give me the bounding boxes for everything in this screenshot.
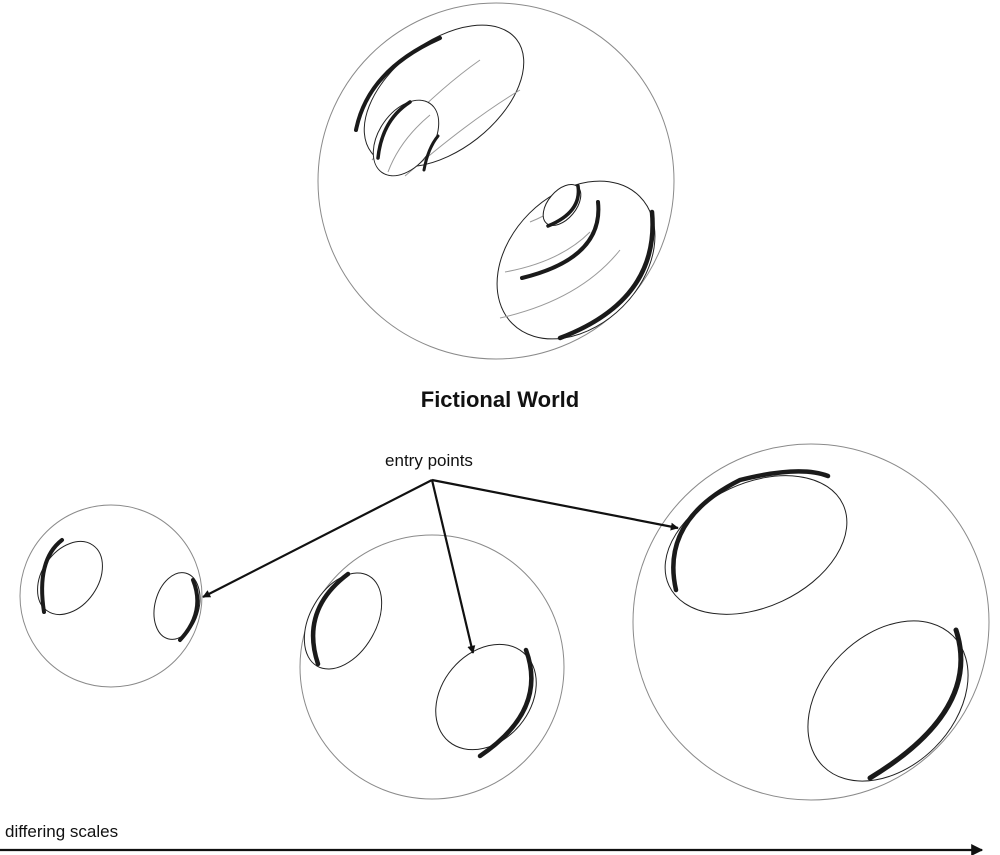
entry-point-arrows: [202, 478, 679, 654]
fictional-world-title: Fictional World: [421, 387, 579, 412]
upper-nested-hole: [354, 24, 525, 177]
arrow-to-small-sphere: [202, 479, 433, 598]
differing-scales-label: differing scales: [5, 822, 118, 841]
fictional-world-sphere: [317, 2, 675, 360]
medium-sphere: [299, 534, 565, 800]
entry-points-label: entry points: [385, 451, 473, 470]
small-sphere: [19, 504, 203, 688]
arrow-to-medium-sphere: [430, 479, 476, 654]
large-sphere: [632, 443, 990, 801]
lower-nested-hole: [496, 180, 656, 341]
arrow-to-large-sphere: [431, 478, 679, 531]
